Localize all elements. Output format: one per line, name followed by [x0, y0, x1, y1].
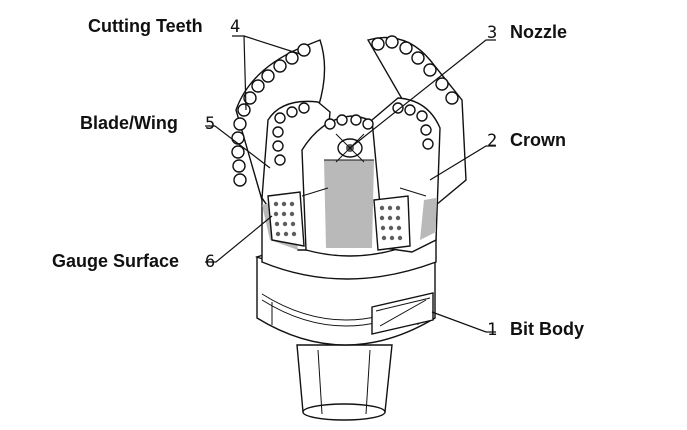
label-nozzle: 3 Nozzle [487, 22, 567, 43]
label-cutting-teeth-text: Cutting Teeth [88, 16, 203, 36]
label-cutting-teeth-number: 4 [230, 17, 240, 37]
label-blade-wing: Blade/Wing 5 [80, 113, 215, 134]
label-nozzle-text: Nozzle [510, 22, 567, 42]
label-blade-wing-number: 5 [205, 114, 215, 134]
label-gauge-surface-text: Gauge Surface [52, 251, 179, 271]
label-gauge-surface: Gauge Surface 6 [52, 251, 215, 272]
label-bit-body-number: 1 [487, 320, 497, 340]
label-blade-wing-text: Blade/Wing [80, 113, 178, 133]
label-crown-text: Crown [510, 130, 566, 150]
cutting-teeth [231, 35, 459, 187]
leader-lines [205, 35, 496, 333]
label-gauge-surface-number: 6 [205, 252, 215, 272]
label-nozzle-number: 3 [487, 23, 497, 43]
breaker-slot [371, 292, 434, 335]
label-bit-body-text: Bit Body [510, 319, 584, 339]
gauge-pads [267, 191, 411, 251]
bit-pin [296, 344, 393, 421]
label-crown: 2 Crown [487, 130, 566, 151]
label-cutting-teeth: Cutting Teeth 4 [88, 16, 240, 37]
label-bit-body: 1 Bit Body [487, 319, 584, 340]
label-crown-number: 2 [487, 131, 497, 151]
